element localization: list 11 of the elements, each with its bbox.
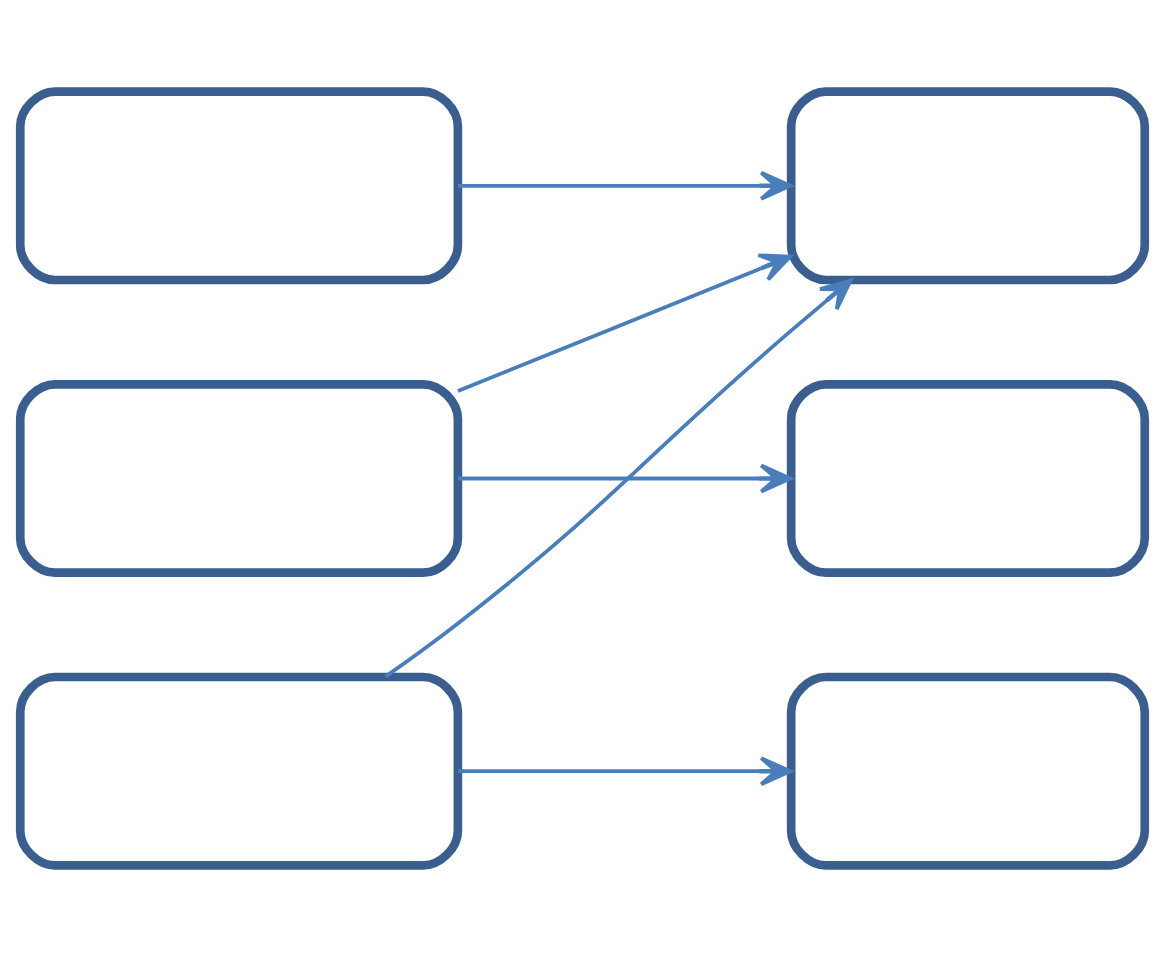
arrow [457, 755, 793, 786]
node-box [15, 86, 463, 284]
node-box [786, 86, 1150, 284]
arrow [457, 463, 793, 493]
node-box [786, 672, 1150, 870]
arrow [457, 252, 793, 393]
node-box [15, 672, 463, 870]
arrow [384, 278, 853, 678]
node-box [786, 379, 1150, 577]
node-box [15, 379, 463, 577]
arrow [457, 170, 793, 201]
